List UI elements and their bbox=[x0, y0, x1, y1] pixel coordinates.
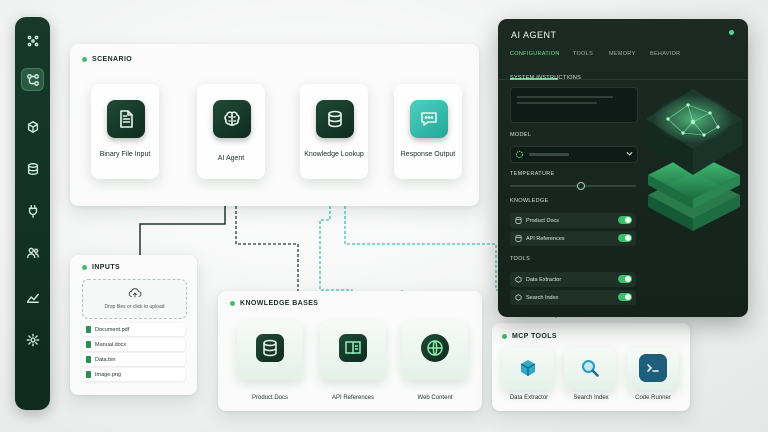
file-item[interactable]: Manual.docx bbox=[82, 338, 185, 351]
cube-icon[interactable] bbox=[21, 115, 44, 138]
magnifier-icon bbox=[576, 354, 604, 382]
tab-tools[interactable]: TOOLS bbox=[573, 51, 594, 57]
model-select[interactable] bbox=[510, 146, 638, 163]
book-icon bbox=[339, 334, 367, 362]
model-logo-icon bbox=[515, 150, 524, 159]
terminal-icon bbox=[639, 354, 667, 382]
node-label: Knowledge Lookup bbox=[304, 151, 364, 158]
chart-icon[interactable] bbox=[21, 285, 44, 308]
tools-label: TOOLS bbox=[510, 256, 531, 262]
system-instructions-input[interactable] bbox=[510, 87, 638, 123]
toggle-switch[interactable] bbox=[618, 216, 632, 224]
status-dot bbox=[729, 30, 734, 35]
database-icon bbox=[515, 217, 522, 224]
agent-tabs: CONFIGURATION TOOLS MEMORY BEHAVIOR bbox=[498, 51, 748, 80]
file-icon bbox=[86, 341, 91, 348]
node-binary-file-input[interactable]: Binary File Input bbox=[91, 84, 159, 179]
temperature-slider-handle[interactable] bbox=[577, 182, 585, 190]
node-label: Response Output bbox=[400, 151, 456, 158]
workflow-icon[interactable] bbox=[21, 68, 44, 91]
toggle-switch[interactable] bbox=[618, 234, 632, 242]
node-label: Binary File Input bbox=[99, 151, 151, 158]
knowledge-bases-title: KNOWLEDGE BASES bbox=[230, 300, 318, 307]
mcp-label: Code Runner bbox=[635, 395, 671, 401]
tab-behavior[interactable]: BEHAVIOR bbox=[650, 51, 681, 57]
document-icon bbox=[107, 100, 145, 138]
kb-label: Web Content bbox=[417, 395, 453, 401]
kb-label: Product Docs bbox=[251, 395, 288, 401]
knowledge-item[interactable]: API References bbox=[510, 231, 636, 246]
kb-tile-api-references[interactable] bbox=[320, 322, 386, 380]
sidebar bbox=[15, 17, 50, 410]
brain-icon bbox=[213, 100, 251, 138]
model-label: MODEL bbox=[510, 132, 532, 138]
cube-icon bbox=[514, 354, 542, 382]
file-dropzone[interactable]: Drop files or click to upload bbox=[82, 279, 187, 319]
apps-icon[interactable] bbox=[21, 29, 44, 52]
toggle-switch[interactable] bbox=[618, 275, 632, 283]
mcp-tile-data-extractor[interactable] bbox=[502, 348, 554, 390]
node-response-output[interactable]: Response Output bbox=[394, 84, 462, 179]
knowledge-item[interactable]: Product Docs bbox=[510, 213, 636, 228]
kb-tile-product-docs[interactable] bbox=[237, 322, 303, 380]
chevron-down-icon bbox=[626, 151, 633, 156]
file-icon bbox=[86, 326, 91, 333]
users-icon[interactable] bbox=[21, 241, 44, 264]
agent-title: AI AGENT bbox=[511, 30, 557, 40]
mcp-label: Search Index bbox=[573, 395, 609, 401]
database-icon bbox=[316, 100, 354, 138]
database-icon[interactable] bbox=[21, 157, 44, 180]
temperature-slider[interactable] bbox=[510, 185, 636, 187]
file-item[interactable]: Image.png bbox=[82, 368, 185, 381]
file-item[interactable]: Data.bin bbox=[82, 353, 185, 366]
plug-icon[interactable] bbox=[21, 199, 44, 222]
database-icon bbox=[256, 334, 284, 362]
tool-item[interactable]: Search Index bbox=[510, 290, 636, 305]
file-icon bbox=[86, 371, 91, 378]
mcp-tile-search-index[interactable] bbox=[564, 348, 616, 390]
mcp-tile-code-runner[interactable] bbox=[627, 348, 679, 390]
file-icon bbox=[86, 356, 91, 363]
toggle-switch[interactable] bbox=[618, 293, 632, 301]
file-item[interactable]: Document.pdf bbox=[82, 323, 185, 336]
inputs-title: INPUTS bbox=[82, 264, 120, 271]
cube-icon bbox=[515, 276, 522, 283]
temperature-label: TEMPERATURE bbox=[510, 171, 555, 177]
active-tab-indicator bbox=[510, 78, 558, 80]
node-ai-agent[interactable]: AI Agent bbox=[197, 84, 265, 179]
database-icon bbox=[515, 235, 522, 242]
ai-agent-panel: AI AGENT CONFIGURATION TOOLS MEMORY BEHA… bbox=[498, 19, 748, 317]
node-label: AI Agent bbox=[217, 155, 245, 162]
knowledge-label: KNOWLEDGE bbox=[510, 198, 549, 204]
upload-cloud-icon bbox=[128, 288, 142, 298]
neural-stack-illustration bbox=[646, 89, 742, 231]
settings-icon[interactable] bbox=[21, 328, 44, 351]
chat-icon bbox=[410, 100, 448, 138]
tool-item[interactable]: Data Extractor bbox=[510, 272, 636, 287]
node-knowledge-lookup[interactable]: Knowledge Lookup bbox=[300, 84, 368, 179]
kb-label: API References bbox=[331, 395, 375, 401]
mcp-tools-title: MCP TOOLS bbox=[502, 333, 557, 340]
tab-configuration[interactable]: CONFIGURATION bbox=[510, 51, 560, 57]
globe-icon bbox=[421, 334, 449, 362]
mcp-label: Data Extractor bbox=[509, 395, 549, 401]
system-instructions-label: SYSTEM INSTRUCTIONS bbox=[510, 75, 582, 81]
kb-tile-web-content[interactable] bbox=[402, 322, 468, 380]
dropzone-text: Drop files or click to upload bbox=[104, 304, 165, 310]
tab-memory[interactable]: MEMORY bbox=[609, 51, 636, 57]
scenario-title: SCENARIO bbox=[82, 56, 132, 63]
cube-icon bbox=[515, 294, 522, 301]
